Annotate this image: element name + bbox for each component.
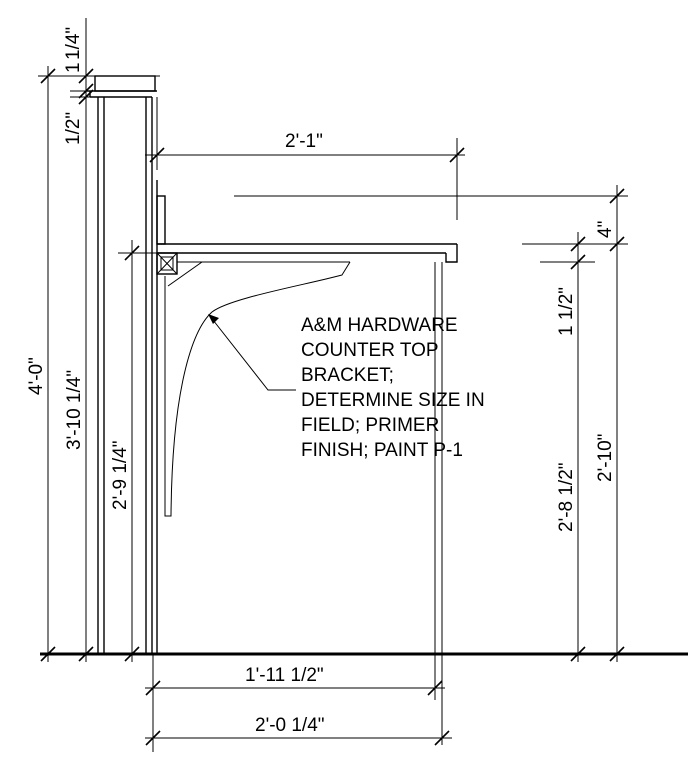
- note-line-2: COUNTER TOP: [301, 340, 439, 361]
- note-line-5: FIELD; PRIMER: [301, 415, 439, 436]
- cleat-block: [156, 252, 178, 275]
- dim-top-one: 1: [63, 62, 84, 73]
- note-line-3: BRACKET;: [301, 365, 394, 386]
- dim-wall-height: 3'-10 1/4": [64, 370, 85, 450]
- leader-arrow: [208, 314, 296, 391]
- counter-top-bracket: [164, 261, 351, 517]
- bottom-depth-dimensions: [145, 654, 452, 752]
- dim-bottom-depth-2: 2'-0 1/4": [255, 715, 325, 736]
- overall-height-dimension: [40, 66, 56, 662]
- dim-counter-depth-top: 2'-1": [285, 131, 323, 152]
- wall-height-dimension: [78, 110, 94, 662]
- counter-top: [156, 243, 458, 275]
- wall-assembly: [86, 75, 166, 654]
- dim-bracket-height: 2'-9 1/4": [110, 440, 131, 510]
- note-line-1: A&M HARDWARE: [301, 315, 458, 336]
- dim-top-half: 1/2": [63, 112, 84, 145]
- bracket-height-dimension: [118, 240, 160, 662]
- dim-counter-thickness: 1 1/2": [556, 287, 577, 336]
- dim-top-offset: 4": [595, 221, 616, 238]
- dim-overall-height: 4'-0": [26, 357, 47, 395]
- dim-height-to-underside: 2'-8 1/2": [556, 462, 577, 532]
- wall-cap: [94, 75, 156, 92]
- counter-depth-top-dimension: [145, 138, 465, 220]
- dim-bottom-depth-1: 1'-11 1/2": [245, 665, 324, 686]
- note-line-6: FINISH; PAINT P-1: [301, 440, 463, 461]
- dim-counter-height-right: 2'-10": [595, 434, 616, 482]
- right-height-dimensions: [234, 185, 628, 662]
- top-left-dimension: [38, 18, 160, 110]
- wall-plate: [156, 195, 166, 245]
- note-line-4: DETERMINE SIZE IN: [301, 390, 485, 411]
- dim-top-quarter: 1/4": [63, 27, 84, 60]
